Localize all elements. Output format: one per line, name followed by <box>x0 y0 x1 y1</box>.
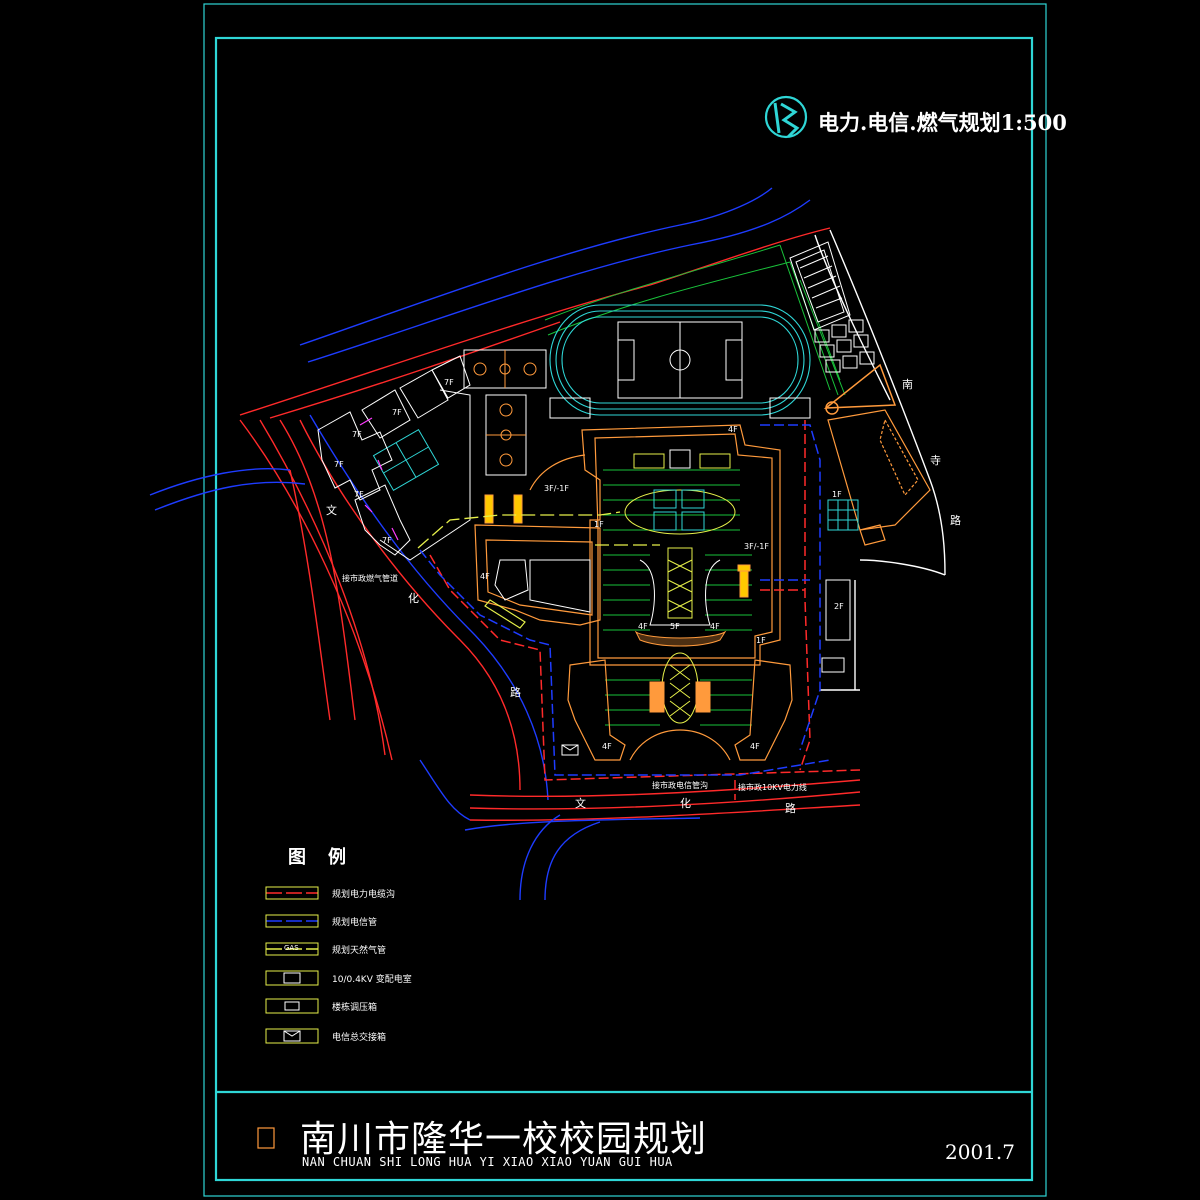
east-small-buildings <box>821 579 851 673</box>
green-field <box>544 244 846 396</box>
road-west-1: 文 <box>326 504 337 517</box>
tennis-court <box>372 428 440 492</box>
legend-regulator-label: 楼栋调压箱 <box>332 1003 378 1013</box>
residential-accent <box>359 417 399 541</box>
telecom-box-icon-map <box>561 744 579 756</box>
football-field <box>617 321 743 399</box>
residential-buildings <box>317 355 471 561</box>
note-city-gas: 接市政燃气管道 <box>342 574 398 583</box>
floor-tag: 4F <box>602 742 612 751</box>
basketball-court-1 <box>463 349 547 389</box>
drawing-date: 2001.7 <box>945 1140 1015 1164</box>
south-central-oval <box>649 652 711 724</box>
road-south-1: 文 <box>575 797 586 810</box>
south-road <box>419 759 861 901</box>
road-east-3: 路 <box>950 514 961 527</box>
gate-ne <box>823 363 897 415</box>
legend-gas-line-text: GAS <box>284 944 299 952</box>
floor-tag: 3F/-1F <box>544 484 569 493</box>
legend-telecom-label: 规划电信管 <box>332 918 378 928</box>
floor-tag: 3F/-1F <box>744 542 769 551</box>
floor-tag: 1F <box>756 636 766 645</box>
floor-tag: 7F <box>382 536 392 545</box>
stair-blocks <box>484 494 751 598</box>
road-south-3: 路 <box>785 802 796 815</box>
project-title-pinyin: NAN CHUAN SHI LONG HUA YI XIAO XIAO YUAN… <box>302 1155 673 1169</box>
title-marker <box>257 1127 275 1149</box>
road-east-1: 南 <box>902 378 913 391</box>
stand-ne <box>789 241 851 331</box>
telecom-pipe-network <box>419 424 831 776</box>
note-city-telecom: 接市政电信管沟 <box>652 781 708 790</box>
north-road <box>239 187 831 419</box>
road-south-2: 化 <box>680 797 691 810</box>
floor-tag: 7F <box>334 460 344 469</box>
floor-tag: 5F <box>670 622 680 631</box>
inner-frame <box>214 36 1034 1182</box>
power-cable-network <box>429 420 861 800</box>
road-west-3: 路 <box>510 686 521 699</box>
floor-tag: 4F <box>710 622 720 631</box>
legend-heading: 图例 <box>288 847 368 868</box>
courtyard-oval <box>624 449 736 535</box>
road-west-2: 化 <box>408 592 419 605</box>
running-track <box>549 304 811 416</box>
legend-samples <box>265 886 319 1044</box>
outer-frame <box>203 3 1047 1197</box>
floor-tag: 4F <box>728 425 738 434</box>
floor-tag: 7F <box>444 378 454 387</box>
floor-tag: 4F <box>480 572 490 581</box>
field-stand <box>549 397 811 419</box>
note-city-power: 接市政10KV电力线 <box>738 783 807 792</box>
east-wing <box>827 409 931 546</box>
legend-power-label: 规划电力电缆沟 <box>332 890 396 900</box>
basketball-court-2 <box>485 394 527 476</box>
legend-substation-label: 10/0.4KV 变配电室 <box>332 975 412 985</box>
project-title: 南川市隆华一校校园规划 <box>300 1119 708 1160</box>
floor-tag: 4F <box>638 622 648 631</box>
main-campus-outline <box>474 424 781 666</box>
floor-tag: 4F <box>750 742 760 751</box>
gym-blocks <box>653 489 705 531</box>
east-road <box>814 229 946 691</box>
south-wings <box>567 659 793 761</box>
east-grid-block <box>827 499 859 531</box>
road-east-2: 寺 <box>930 454 941 467</box>
legend-gas-label: 规划天然气管 <box>332 946 387 956</box>
logo-icon <box>764 95 808 139</box>
legend-telecom-box-label: 电信总交接箱 <box>332 1033 387 1043</box>
inner-teaching-building <box>494 559 591 613</box>
small-courts <box>814 319 875 373</box>
floor-tag: 1F <box>594 520 604 529</box>
plan-title: 电力.电信.燃气规划1:500 <box>818 110 1067 135</box>
floor-tag: 7F <box>352 430 362 439</box>
floor-tag: 2F <box>834 602 844 611</box>
floor-tag: 7F <box>392 408 402 417</box>
floor-tag: 7F <box>354 490 364 499</box>
central-axis-building <box>634 547 727 647</box>
west-road <box>149 414 549 801</box>
classroom-green <box>603 469 752 726</box>
floor-tag: 1F <box>832 490 842 499</box>
gas-pipe-network <box>417 511 660 549</box>
